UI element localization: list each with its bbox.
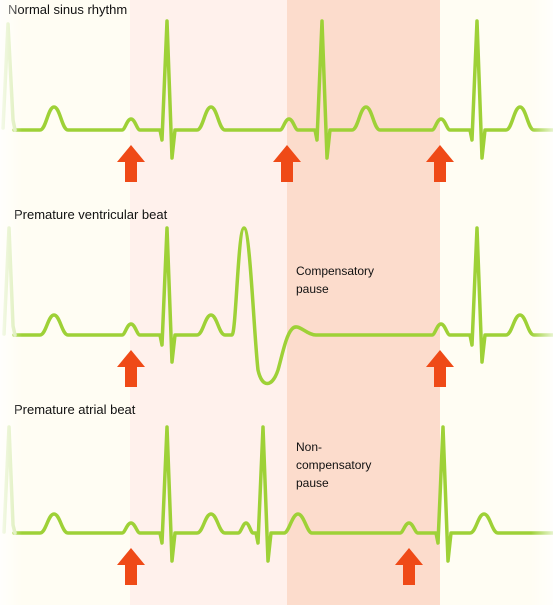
- panel-normal-sinus-rhythm: Normal sinus rhythm: [1, 2, 553, 182]
- panel-title: Premature atrial beat: [14, 402, 136, 417]
- annotation-line: compensatory: [296, 458, 371, 472]
- panel-title: Premature ventricular beat: [14, 207, 168, 222]
- annotation-line: Compensatory: [296, 264, 374, 278]
- ecg-trace: [12, 226, 553, 386]
- up-arrow-icon: [117, 350, 145, 387]
- panel-premature-ventricular-beat: Premature ventricular beat Compensatory …: [2, 207, 553, 387]
- ecg-trace: [12, 19, 553, 160]
- up-arrow-icon: [117, 548, 145, 585]
- panel-title: Normal sinus rhythm: [8, 2, 127, 17]
- up-arrow-icon: [426, 145, 454, 182]
- up-arrow-icon: [273, 145, 301, 182]
- ecg-trace: [12, 425, 553, 563]
- up-arrow-icon: [426, 350, 454, 387]
- annotation-line: pause: [296, 476, 329, 490]
- edge-fade-left: [0, 0, 22, 605]
- annotation-line: Non-: [296, 440, 322, 454]
- up-arrow-icon: [117, 145, 145, 182]
- edge-fade-right: [531, 0, 553, 605]
- up-arrow-icon: [395, 548, 423, 585]
- timing-band-second: [287, 0, 440, 605]
- annotation-line: pause: [296, 282, 329, 296]
